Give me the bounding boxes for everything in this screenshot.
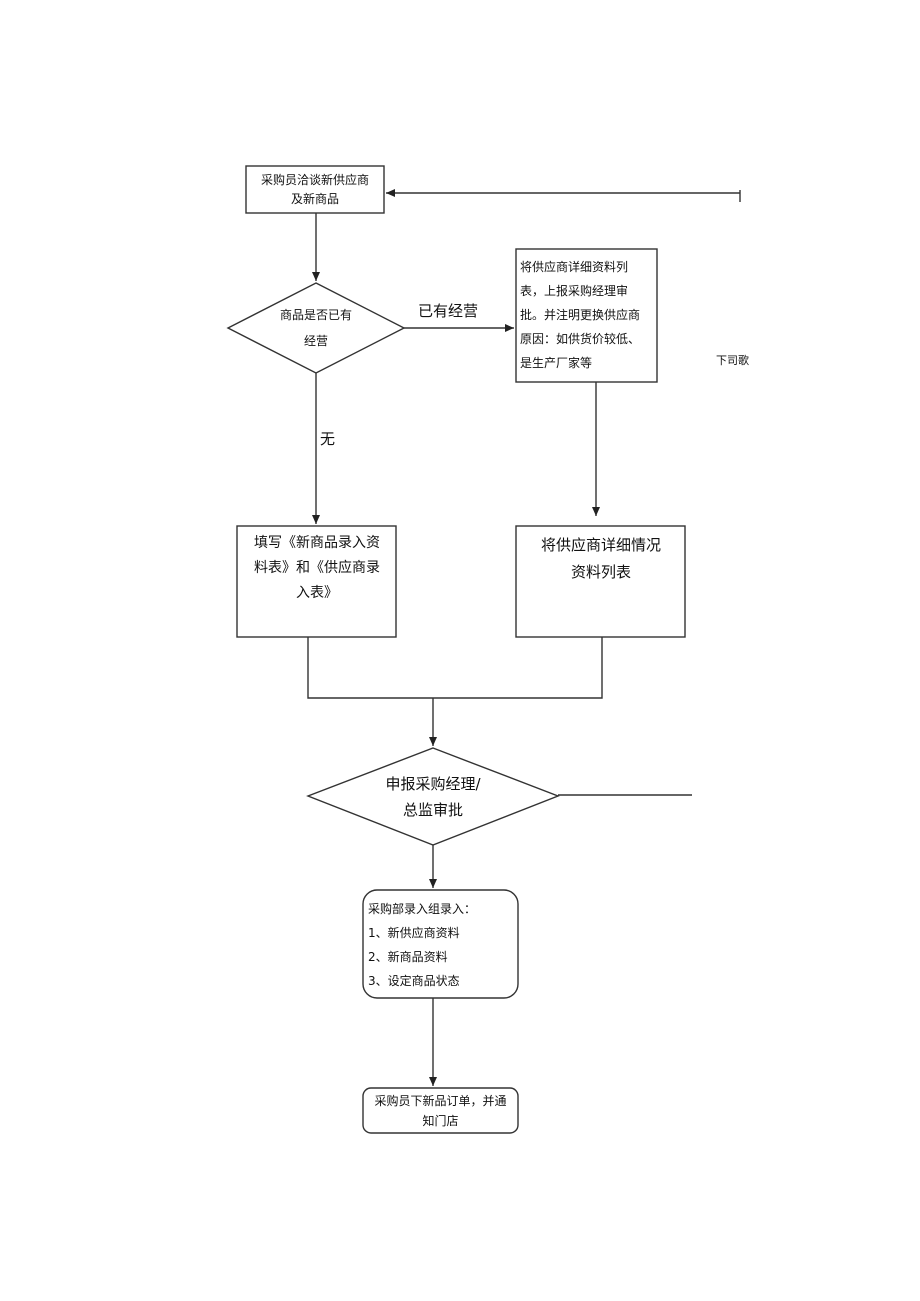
edge-label-existing: 已有经营: [418, 302, 479, 320]
decision-existing-text: 商品是否已有 经营: [252, 300, 380, 356]
report-line-1: 将供应商详细资料列: [520, 259, 629, 274]
order-line-2: 知门店: [422, 1114, 459, 1128]
entry-box: [362, 889, 519, 999]
entry-line-2: 1、新供应商资料: [368, 926, 460, 940]
decision2-line-2: 总监审批: [402, 801, 463, 819]
fill-line-1: 填写《新商品录入资: [254, 534, 380, 551]
start-box-text: 采购员洽谈新供应商 及新商品: [246, 166, 384, 213]
report-line-3: 批。并注明更换供应商: [520, 307, 641, 322]
report-box: [515, 248, 658, 383]
fill-form-box: [236, 525, 397, 638]
fill-line-3: 入表》: [296, 584, 338, 601]
start-box: [245, 165, 385, 214]
decision1-line-1: 商品是否已有: [279, 308, 352, 322]
supplier-line-1: 将供应商详细情况: [540, 536, 661, 554]
start-line-2: 及新商品: [290, 191, 339, 206]
report-box-text: 将供应商详细资料列 表，上报采购经理审 批。并注明更换供应商 原因：如供货价较低…: [520, 252, 656, 377]
report-line-5: 是生产厂家等: [520, 355, 593, 370]
supplier-list-text: 将供应商详细情况 资料列表: [520, 530, 682, 588]
report-line-4: 原因：如供货价较低、: [520, 331, 641, 346]
start-line-1: 采购员洽谈新供应商: [260, 172, 369, 187]
order-line-1: 采购员下新品订单，并通: [374, 1094, 507, 1108]
supplier-line-2: 资料列表: [570, 563, 631, 581]
decision1-line-2: 经营: [303, 334, 328, 348]
decision2-line-1: 申报采购经理/: [385, 775, 481, 793]
order-box-text: 采购员下新品订单，并通 知门店: [363, 1090, 518, 1132]
side-note: 下司歌: [716, 354, 749, 367]
fill-line-2: 料表》和《供应商录: [254, 559, 380, 576]
entry-line-3: 2、新商品资料: [368, 950, 448, 964]
decision-approval-text: 申报采购经理/ 总监审批: [353, 770, 513, 824]
edge-label-none: 无: [320, 430, 336, 448]
entry-line-1: 采购部录入组录入：: [368, 902, 477, 916]
edge-merge: [307, 637, 603, 699]
fill-form-text: 填写《新商品录入资 料表》和《供应商录 入表》: [240, 528, 394, 608]
entry-line-4: 3、设定商品状态: [368, 974, 460, 988]
report-line-2: 表，上报采购经理审: [520, 283, 629, 298]
supplier-list-box: [515, 525, 686, 638]
entry-box-text: 采购部录入组录入： 1、新供应商资料 2、新商品资料 3、设定商品状态: [368, 897, 516, 993]
order-box: [362, 1087, 519, 1134]
